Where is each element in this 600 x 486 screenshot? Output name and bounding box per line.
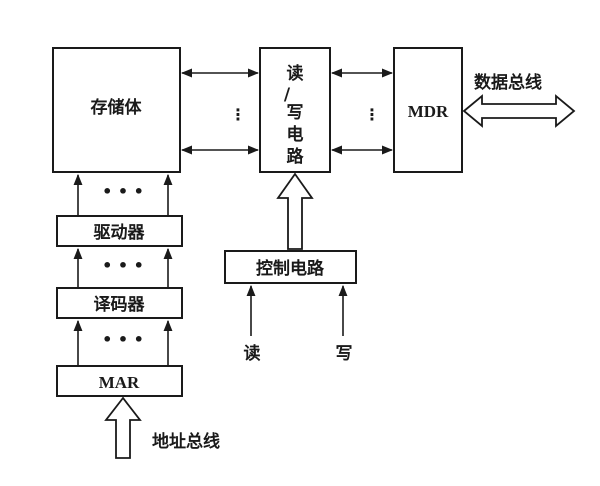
driver-label: 驱动器 [94, 223, 146, 243]
driver-box [56, 215, 183, 247]
rw-char-2: / [284, 85, 291, 105]
rw-char-1: 读 [287, 63, 304, 84]
address-bus-label: 地址总线 [152, 431, 220, 452]
decoder-box [56, 287, 183, 319]
mdr-box [393, 47, 463, 173]
rw-char-5: 路 [287, 146, 305, 167]
decoder-driver-ellipsis: • • • [102, 256, 144, 275]
read-signal-label: 读 [244, 343, 261, 364]
write-signal-label: 写 [336, 344, 353, 364]
mdr-label: MDR [408, 102, 449, 121]
rw-char-4: 电 [287, 124, 304, 145]
rw-circuit-box [259, 47, 331, 173]
mar-decoder-ellipsis: • • • [102, 330, 144, 349]
storage-body-label: 存储体 [91, 97, 143, 118]
address-bus-arrow-icon [104, 396, 142, 459]
control-circuit-box [224, 250, 357, 284]
mar-box [56, 365, 183, 397]
data-bus-label: 数据总线 [474, 72, 542, 93]
data-bus-arrow-icon [462, 94, 576, 128]
mar-label: MAR [99, 373, 140, 392]
decoder-label: 译码器 [94, 295, 146, 315]
storage-rw-ellipsis: ⋮ [230, 105, 246, 124]
storage-body-box [52, 47, 181, 173]
driver-storage-ellipsis: • • • [102, 182, 144, 201]
control-rw-arrow-icon [276, 172, 314, 250]
rw-char-3: 写 [287, 103, 304, 123]
rw-mdr-ellipsis: ⋮ [364, 105, 380, 124]
control-circuit-label: 控制电路 [256, 258, 325, 279]
